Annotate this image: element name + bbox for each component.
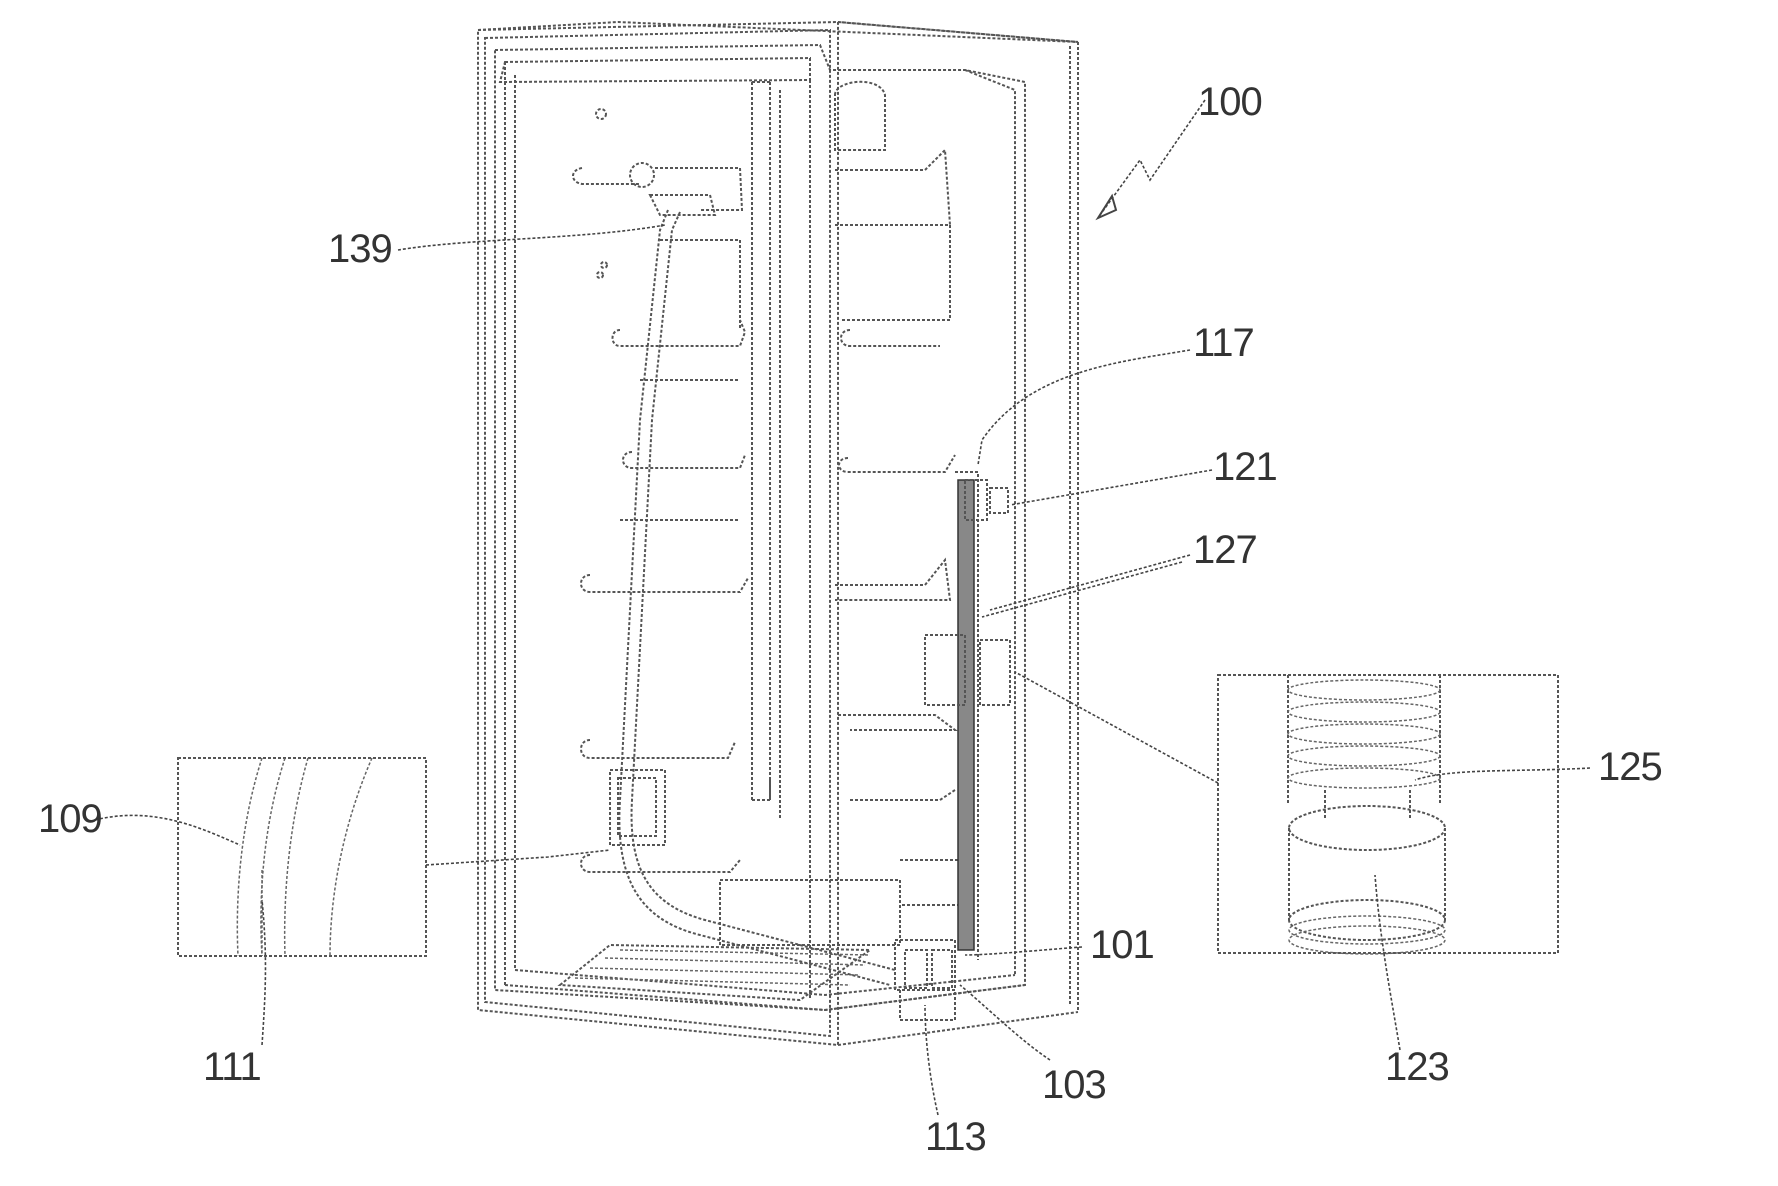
detail-box-left <box>178 758 610 956</box>
reference-numerals: 100 139 117 121 127 125 109 111 101 103 … <box>38 80 1662 1159</box>
floor-drain-pan <box>560 945 870 1000</box>
ref-111: 111 <box>203 1045 261 1089</box>
right-shelf-supports <box>720 82 960 945</box>
leader-lines <box>95 100 1590 1115</box>
ref-139: 139 <box>328 227 392 271</box>
refrigerator-cabinet <box>478 22 1078 1045</box>
heated-tube-assembly <box>895 472 1010 1020</box>
ref-121: 121 <box>1213 445 1277 489</box>
ref-127: 127 <box>1193 528 1257 572</box>
vertical-divider <box>752 82 780 820</box>
ref-125: 125 <box>1598 745 1662 789</box>
ref-123: 123 <box>1385 1045 1449 1089</box>
ref-117: 117 <box>1193 321 1254 365</box>
ref-103: 103 <box>1042 1063 1106 1107</box>
ref-109: 109 <box>38 797 102 841</box>
drain-tube <box>619 195 895 985</box>
ref-101: 101 <box>1090 923 1154 967</box>
ref-113: 113 <box>925 1115 986 1159</box>
heater-box <box>610 770 665 845</box>
left-shelf-supports <box>573 163 748 872</box>
ref-100: 100 <box>1198 80 1262 124</box>
small-holes <box>596 109 607 278</box>
detail-box-right <box>1015 672 1558 954</box>
